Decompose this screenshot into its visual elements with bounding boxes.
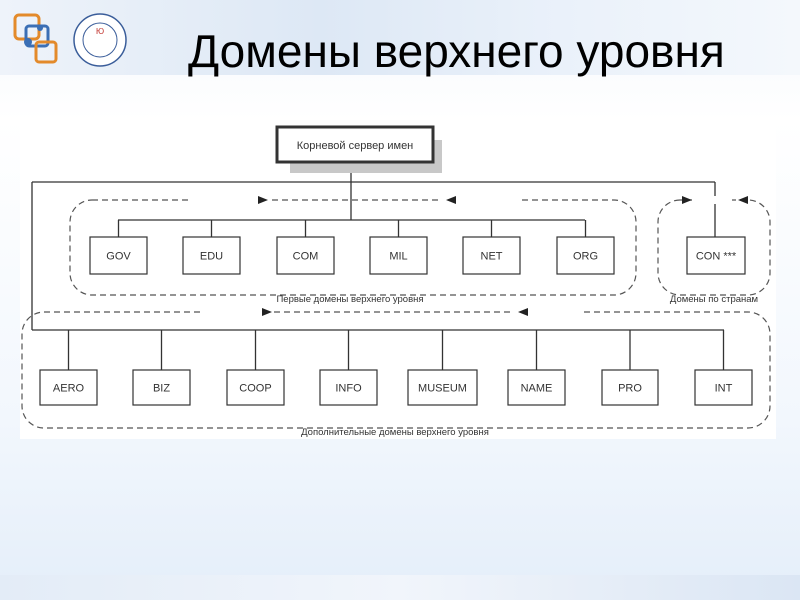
page-title: Домены верхнего уровня: [188, 25, 725, 77]
slide-footer: [0, 575, 800, 600]
svg-text:Ю: Ю: [96, 27, 104, 36]
domain-box-label: COM: [293, 251, 319, 263]
additional-domain-box-label: COOP: [239, 383, 271, 395]
additional-domain-box: [407, 369, 478, 406]
domain-box-label: EDU: [200, 251, 223, 263]
additional-domain-box-label: BIZ: [153, 383, 170, 395]
additional-domain-box: [226, 369, 285, 406]
domain-box-label: NET: [481, 251, 503, 263]
network-logo-icon: [13, 13, 58, 64]
domain-box-label: GOV: [106, 251, 131, 263]
additional-domain-box: [319, 369, 378, 406]
domain-box-label: MIL: [389, 251, 407, 263]
domain-box: [276, 236, 335, 275]
additional-domain-box: [39, 369, 98, 406]
additional-domain-box-label: INT: [715, 383, 733, 395]
additional-domain-box-label: MUSEUM: [418, 383, 467, 395]
additional-label: Дополнительные домены верхнего уровня: [301, 427, 489, 438]
root-server-label: Корневой сервер имен: [297, 140, 414, 152]
domain-box: [556, 236, 615, 275]
dns-hierarchy-diagram: GOV EDU COM MIL NET ORG CON *** AERO BIZ COOP INFO…: [20, 122, 776, 439]
domain-box-label: ORG: [573, 251, 598, 263]
country-label: Домены по странам: [670, 294, 758, 305]
first-level-label: Первые домены верхнего уровня: [276, 294, 423, 305]
additional-domain-box-label: AERO: [53, 383, 85, 395]
domain-box: [462, 236, 521, 275]
additional-domain-box: [132, 369, 191, 406]
university-seal-logo: Ю: [73, 13, 127, 67]
additional-domain-box: [507, 369, 566, 406]
country-domain-box-label: CON ***: [696, 251, 737, 263]
slide-header: [0, 0, 800, 75]
domain-box: [89, 236, 148, 275]
additional-domain-box: [601, 369, 659, 406]
additional-domain-box-label: NAME: [521, 383, 553, 395]
domain-box: [182, 236, 241, 275]
additional-domain-box-label: INFO: [335, 383, 362, 395]
country-domain-box: [686, 236, 746, 275]
additional-domain-box-label: PRO: [618, 383, 642, 395]
additional-domain-box: [694, 369, 753, 406]
domain-box: [369, 236, 428, 275]
